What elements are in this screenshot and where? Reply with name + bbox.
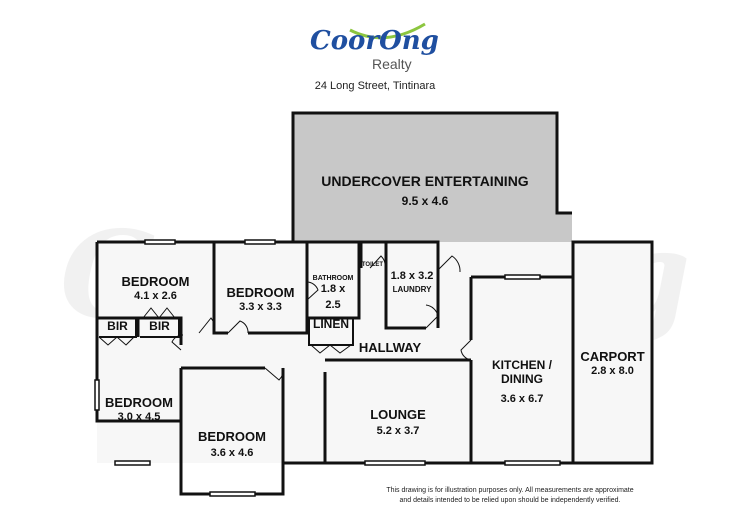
logo-text: CoorOng <box>310 26 439 56</box>
room-undercover-entertaining: UNDERCOVER ENTERTAINING 9.5 x 4.6 <box>293 173 557 209</box>
closet-linen: LINEN <box>309 317 353 332</box>
room-name: LAUNDRY <box>392 284 432 294</box>
room-name: UNDERCOVER ENTERTAINING <box>321 173 529 189</box>
room-bedroom-3: BEDROOM 3.0 x 4.5 <box>97 395 181 424</box>
room-hallway: HALLWAY <box>340 340 440 356</box>
closet-bir-1: BIR <box>99 319 136 334</box>
room-carport: CARPORT 2.8 x 8.0 <box>573 349 652 378</box>
room-dimensions: 1.8 x 3.2 <box>390 270 434 282</box>
room-name: BEDROOM <box>226 285 295 300</box>
room-bedroom-1: BEDROOM 4.1 x 2.6 <box>97 274 214 303</box>
room-dimensions-line2: 2.5 <box>325 298 341 311</box>
disclaimer-line-1: This drawing is for illustration purpose… <box>386 487 634 494</box>
room-name: HALLWAY <box>358 340 422 355</box>
disclaimer-line-2: and details intended to be relied upon s… <box>399 496 621 504</box>
room-dimensions: 5.2 x 3.7 <box>376 424 420 437</box>
room-name-line2: DINING <box>501 371 543 386</box>
room-name: BATHROOM <box>312 275 354 282</box>
room-dimensions: 2.8 x 8.0 <box>591 364 634 377</box>
room-name-line1: KITCHEN / <box>492 358 552 372</box>
room-bedroom-2: BEDROOM 3.3 x 3.3 <box>214 285 307 314</box>
room-name: CARPORT <box>580 349 645 364</box>
room-dimensions: 3.6 x 4.6 <box>210 446 254 459</box>
property-address: 24 Long Street, Tintinara <box>314 80 436 92</box>
company-logo: CoorOng Realty <box>310 18 440 72</box>
room-lounge: LOUNGE 5.2 x 3.7 <box>325 407 471 438</box>
room-dimensions: 3.0 x 4.5 <box>117 410 161 423</box>
room-name: BEDROOM <box>105 395 173 410</box>
room-name: LOUNGE <box>370 407 426 422</box>
logo-swoosh-icon <box>349 22 426 40</box>
room-dimensions: 3.6 x 6.7 <box>500 392 544 405</box>
room-name: LINEN <box>313 317 349 331</box>
room-name: BEDROOM <box>121 274 190 289</box>
closet-bir-2: BIR <box>140 319 179 334</box>
room-bedroom-4: BEDROOM 3.6 x 4.6 <box>181 429 283 460</box>
room-dimensions: 4.1 x 2.6 <box>134 289 177 302</box>
disclaimer: This drawing is for illustration purpose… <box>340 486 680 506</box>
room-dimensions: 3.3 x 3.3 <box>239 300 282 313</box>
room-name: BIR <box>107 319 128 333</box>
room-bathroom: BATHROOM 1.8 x 2.5 <box>307 275 359 311</box>
room-name: TOILET <box>361 262 384 268</box>
room-kitchen-dining: KITCHEN / DINING 3.6 x 6.7 <box>471 358 573 405</box>
room-name: BIR <box>149 319 170 333</box>
room-dimensions-line1: 1.8 x <box>320 283 346 296</box>
logo-subtext: Realty <box>372 56 412 72</box>
room-toilet: TOILET <box>359 262 386 269</box>
room-dimensions: 9.5 x 4.6 <box>401 194 449 209</box>
room-name: BEDROOM <box>198 429 266 444</box>
room-laundry: 1.8 x 3.2 LAUNDRY <box>386 270 438 294</box>
